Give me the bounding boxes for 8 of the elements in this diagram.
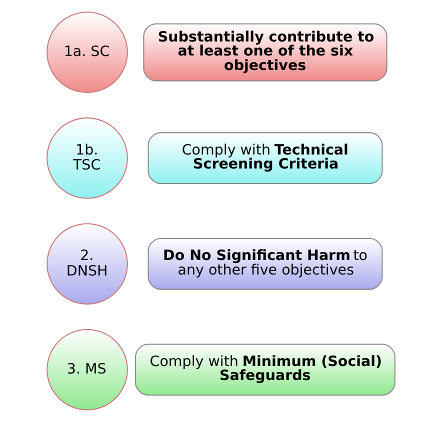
node-circle: 1a. SC — [46, 12, 128, 94]
node-box: Do No Significant Harm to any other five objectives — [148, 238, 383, 290]
node-circle: 1b. TSC — [46, 117, 128, 199]
node-circle: 2. DNSH — [46, 223, 128, 305]
node-circle: 3. MS — [46, 328, 128, 410]
node-box: Comply with Minimum (Social) Safeguards — [135, 344, 396, 396]
node-box: Substantially contribute to at least one of the six objectives — [143, 23, 388, 82]
node-box: Comply with Technical Screening Criteria — [148, 132, 383, 184]
